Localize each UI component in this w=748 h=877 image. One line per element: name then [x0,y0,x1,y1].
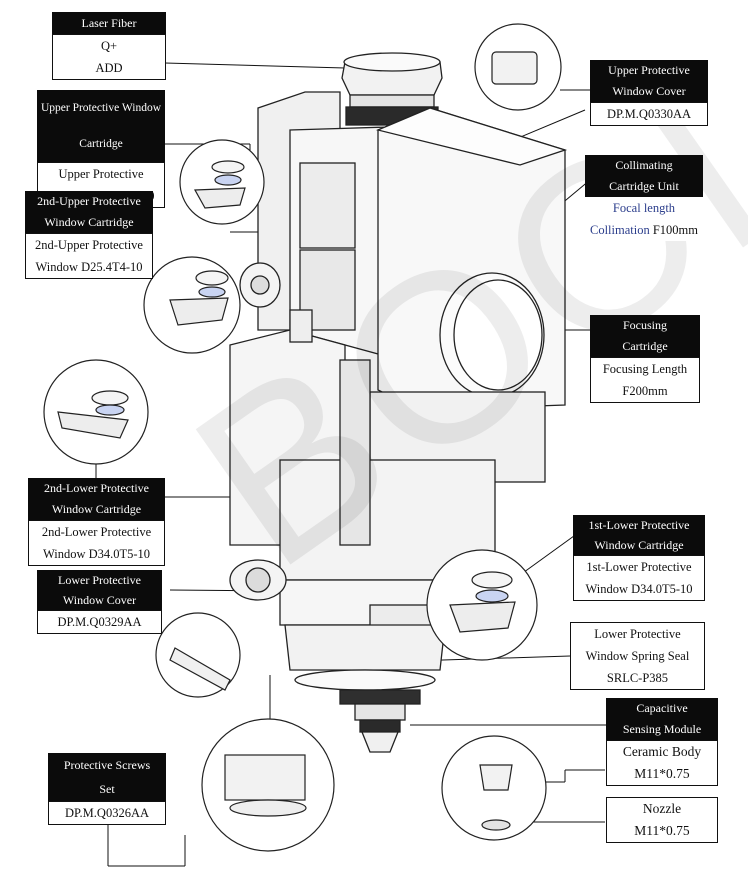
spring-seal-label: Lower Protective Window Spring Seal SRLC… [570,622,705,690]
collimating-title1: Collimating [615,158,673,172]
second-lower-detail [43,359,149,465]
upper-window-cartridge-title: Upper Protective Window Cartridge [37,90,165,162]
first-lower-line2: Window D34.0T5-10 [585,582,693,596]
laser-fiber-line1: Q+ [100,39,118,53]
detail-callouts [43,23,562,852]
capacitive-title2: Sensing Module [622,722,702,736]
second-upper-title1: 2nd-Upper Protective [37,194,141,208]
second-upper-label: 2nd-Upper Protective Window Cartridge 2n… [25,191,153,279]
spring-seal-line2: Window Spring Seal [585,649,690,663]
capacitive-line2: M11*0.75 [634,766,690,781]
capacitive-title1: Capacitive [636,701,688,715]
laser-fiber-label: Laser Fiber Q+ ADD [52,12,166,80]
upper-window-cartridge-line1: Upper Protective [58,167,144,181]
screws-code: DP.M.Q0326AA [64,806,150,820]
first-lower-title1: 1st-Lower Protective [588,518,690,532]
second-upper-line2: Window D25.4T4-10 [35,260,143,274]
collimating-label: Collimating Cartridge Unit Focal length … [585,155,703,241]
second-lower-label: 2nd-Lower Protective Window Cartridge 2n… [28,478,165,566]
second-lower-line1: 2nd-Lower Protective [41,525,152,539]
second-upper-title2: Window Cartridge [44,215,134,229]
laser-fiber-title: Laser Fiber [52,12,166,34]
screws-title2: Set [99,782,115,796]
first-lower-label: 1st-Lower Protective Window Cartridge 1s… [573,515,705,601]
screws-title1: Protective Screws [63,758,151,772]
second-lower-title1: 2nd-Lower Protective [44,481,149,495]
upper-window-cover-code: DP.M.Q0330AA [606,107,692,121]
lower-cover-label: Lower Protective Window Cover DP.M.Q0329… [37,570,162,634]
nozzle-line2: M11*0.75 [634,823,690,838]
focusing-label: Focusing Cartridge Focusing Length F200m… [590,315,700,403]
lower-cover-title2: Window Cover [62,593,137,607]
nozzle-label: Nozzle M11*0.75 [606,797,718,843]
second-upper-line1: 2nd-Upper Protective [35,238,143,252]
laser-head-body [229,52,568,753]
focusing-line2: F200mm [622,384,668,398]
focusing-line1: Focusing Length [602,362,688,376]
upper-window-cover-label: Upper Protective Window Cover DP.M.Q0330… [590,60,708,126]
capacitive-line1: Ceramic Body [622,744,702,759]
laser-fiber-line2: ADD [95,61,123,75]
second-lower-title2: Window Cartridge [51,502,142,516]
first-lower-line1: 1st-Lower Protective [586,560,692,574]
spring-seal-line1: Lower Protective [594,627,681,641]
nozzle-line1: Nozzle [642,801,682,816]
lower-cover-title1: Lower Protective [58,573,141,587]
focusing-title2: Cartridge [622,339,668,353]
spring-seal-line3: SRLC-P385 [606,671,669,685]
upper-window-cover-title1: Upper Protective [608,63,690,77]
capacitive-label: Capacitive Sensing Module Ceramic Body M… [606,698,718,786]
first-lower-title2: Window Cartridge [594,538,684,552]
collimating-focal-length: Focal length [612,201,676,215]
collimating-title2: Cartridge Unit [609,179,679,193]
screws-label: Protective Screws Set DP.M.Q0326AA [48,753,166,825]
upper-window-cover-title2: Window Cover [612,84,686,98]
focusing-title1: Focusing [622,318,667,332]
lower-cover-code: DP.M.Q0329AA [57,615,142,629]
collimating-line2a: Collimation [589,223,650,237]
second-lower-line2: Window D34.0T5-10 [42,547,151,561]
collimating-line2b: F100mm [652,223,698,237]
